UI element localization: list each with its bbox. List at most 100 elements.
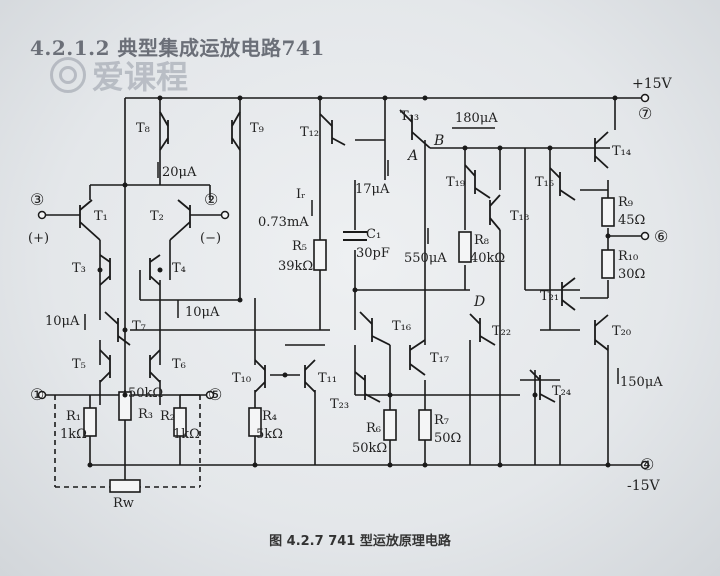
transistor-t11 bbox=[304, 359, 316, 393]
junction-dots bbox=[87, 95, 618, 468]
transistor-t6 bbox=[149, 349, 161, 383]
label-current-150ua: 150μA bbox=[620, 375, 663, 390]
capacitor-c1 bbox=[343, 231, 367, 241]
terminal-2-label: (−) bbox=[200, 231, 221, 246]
label-t21: T₂₁ bbox=[540, 289, 559, 304]
label-t6: T₆ bbox=[172, 357, 186, 372]
label-r6-value: 50kΩ bbox=[352, 441, 387, 456]
transistor-t7 bbox=[104, 311, 131, 346]
transistor-t15 bbox=[549, 167, 576, 201]
label-t13: T₁₃ bbox=[400, 109, 419, 124]
label-t19: T₁₉ bbox=[446, 175, 465, 190]
label-r2-value: 1kΩ bbox=[173, 427, 200, 442]
node-labels: A B D bbox=[406, 133, 485, 310]
label-current-180ua: 180μA bbox=[455, 111, 498, 126]
label-t9: T₉ bbox=[250, 121, 264, 136]
label-r10-value: 30Ω bbox=[618, 267, 645, 282]
terminal-circles bbox=[37, 93, 650, 470]
r5-body bbox=[313, 239, 327, 271]
label-r8-name: R₈ bbox=[474, 233, 489, 248]
label-t15: T₁₅ bbox=[535, 175, 554, 190]
label-t23: T₂₃ bbox=[330, 397, 349, 412]
watermark-text: 爱课程 bbox=[92, 58, 189, 96]
transistor-t21 bbox=[561, 277, 576, 311]
label-t2: T₂ bbox=[150, 209, 164, 224]
label-t20: T₂₀ bbox=[612, 324, 631, 339]
circuit-wires bbox=[42, 97, 645, 488]
transistor-labels: T₁ T₂ T₃ T₄ T₅ T₆ T₇ T₈ T₉ T₁₀ T₁₁ T₁₂ T… bbox=[72, 109, 631, 412]
label-node-b: B bbox=[433, 133, 444, 149]
label-r3-name: R₃ bbox=[138, 407, 153, 422]
r7-body bbox=[418, 409, 432, 441]
label-r1-name: R₁ bbox=[66, 409, 81, 424]
transistor-t13 bbox=[399, 109, 431, 149]
label-t1: T₁ bbox=[94, 209, 108, 224]
label-t4: T₄ bbox=[172, 261, 186, 276]
transistor-t10 bbox=[254, 359, 266, 393]
r1-body bbox=[83, 407, 97, 437]
label-t18: T₁₈ bbox=[510, 209, 529, 224]
label-t11: T₁₁ bbox=[318, 371, 337, 386]
transistor-t9 bbox=[231, 111, 241, 151]
label-r2-name: R₂ bbox=[160, 409, 175, 424]
label-rw: Rw bbox=[113, 496, 134, 511]
r9-body bbox=[601, 197, 615, 227]
label-node-d: D bbox=[473, 294, 485, 310]
label-t17: T₁₇ bbox=[430, 351, 449, 366]
transistor-t18 bbox=[489, 194, 501, 231]
label-t8: T₈ bbox=[136, 121, 150, 136]
transistor-t4 bbox=[149, 254, 161, 286]
watermark-logo-icon bbox=[50, 57, 86, 93]
figure-caption: 图 4.2.7 741 型运放原理电路 bbox=[269, 534, 451, 549]
label-t22: T₂₂ bbox=[492, 324, 511, 339]
r8-body bbox=[458, 231, 472, 263]
current-arrows bbox=[84, 127, 619, 384]
terminal-7-supply: +15V bbox=[632, 76, 673, 92]
label-r9-value: 45Ω bbox=[618, 213, 645, 228]
label-t12: T₁₂ bbox=[300, 125, 319, 140]
transistor-t23 bbox=[354, 371, 381, 403]
transistor-t1 bbox=[79, 199, 101, 241]
r10-body bbox=[601, 249, 615, 279]
transistor-t20 bbox=[594, 314, 609, 351]
transistor-t19 bbox=[464, 164, 491, 199]
transistor-t14 bbox=[594, 131, 609, 169]
terminal-2-num: ② bbox=[204, 190, 218, 209]
label-c1-value: 30pF bbox=[356, 246, 390, 261]
label-t5: T₅ bbox=[72, 357, 86, 372]
transistor-t5 bbox=[99, 349, 111, 383]
label-current-iref-name: Iᵣ bbox=[296, 187, 306, 202]
transistor-t12 bbox=[319, 113, 346, 146]
label-r7-name: R₇ bbox=[434, 413, 449, 428]
terminal-5-num: ⑤ bbox=[208, 385, 222, 404]
label-t24: T₂₄ bbox=[552, 384, 571, 399]
transistor-t16 bbox=[359, 311, 391, 346]
label-r5-value: 39kΩ bbox=[278, 259, 313, 274]
r6-body bbox=[383, 409, 397, 441]
terminal-1-num: ① bbox=[30, 385, 44, 404]
terminal-7-num: ⑦ bbox=[638, 104, 652, 123]
section-title: 4.2.1.2 典型集成运放电路741 bbox=[30, 36, 325, 60]
transistor-t8 bbox=[159, 111, 169, 151]
label-r5-name: R₅ bbox=[292, 239, 307, 254]
transistor-t2 bbox=[169, 199, 191, 241]
label-t10: T₁₀ bbox=[232, 371, 251, 386]
label-t14: T₁₄ bbox=[612, 144, 631, 159]
r2-body bbox=[173, 407, 187, 437]
transistor-t24 bbox=[529, 369, 556, 403]
terminal-4-num: ④ bbox=[640, 455, 654, 474]
label-current-iref-value: 0.73mA bbox=[258, 215, 309, 230]
terminal-3-label: (+) bbox=[28, 231, 49, 246]
r4-body bbox=[248, 407, 262, 437]
label-current-17ua: 17μA bbox=[355, 182, 390, 197]
label-r4-name: R₄ bbox=[262, 409, 277, 424]
label-t3: T₃ bbox=[72, 261, 86, 276]
label-r7-value: 50Ω bbox=[434, 431, 461, 446]
watermark: 爱课程 bbox=[50, 52, 188, 98]
current-labels: 20μA 10μA 10μA Iᵣ 0.73mA 17μA 180μA 550μ… bbox=[45, 111, 663, 390]
transistor-t22 bbox=[469, 313, 496, 346]
label-node-a: A bbox=[406, 148, 418, 164]
r3-body bbox=[118, 391, 132, 421]
label-current-20ua: 20μA bbox=[162, 165, 197, 180]
